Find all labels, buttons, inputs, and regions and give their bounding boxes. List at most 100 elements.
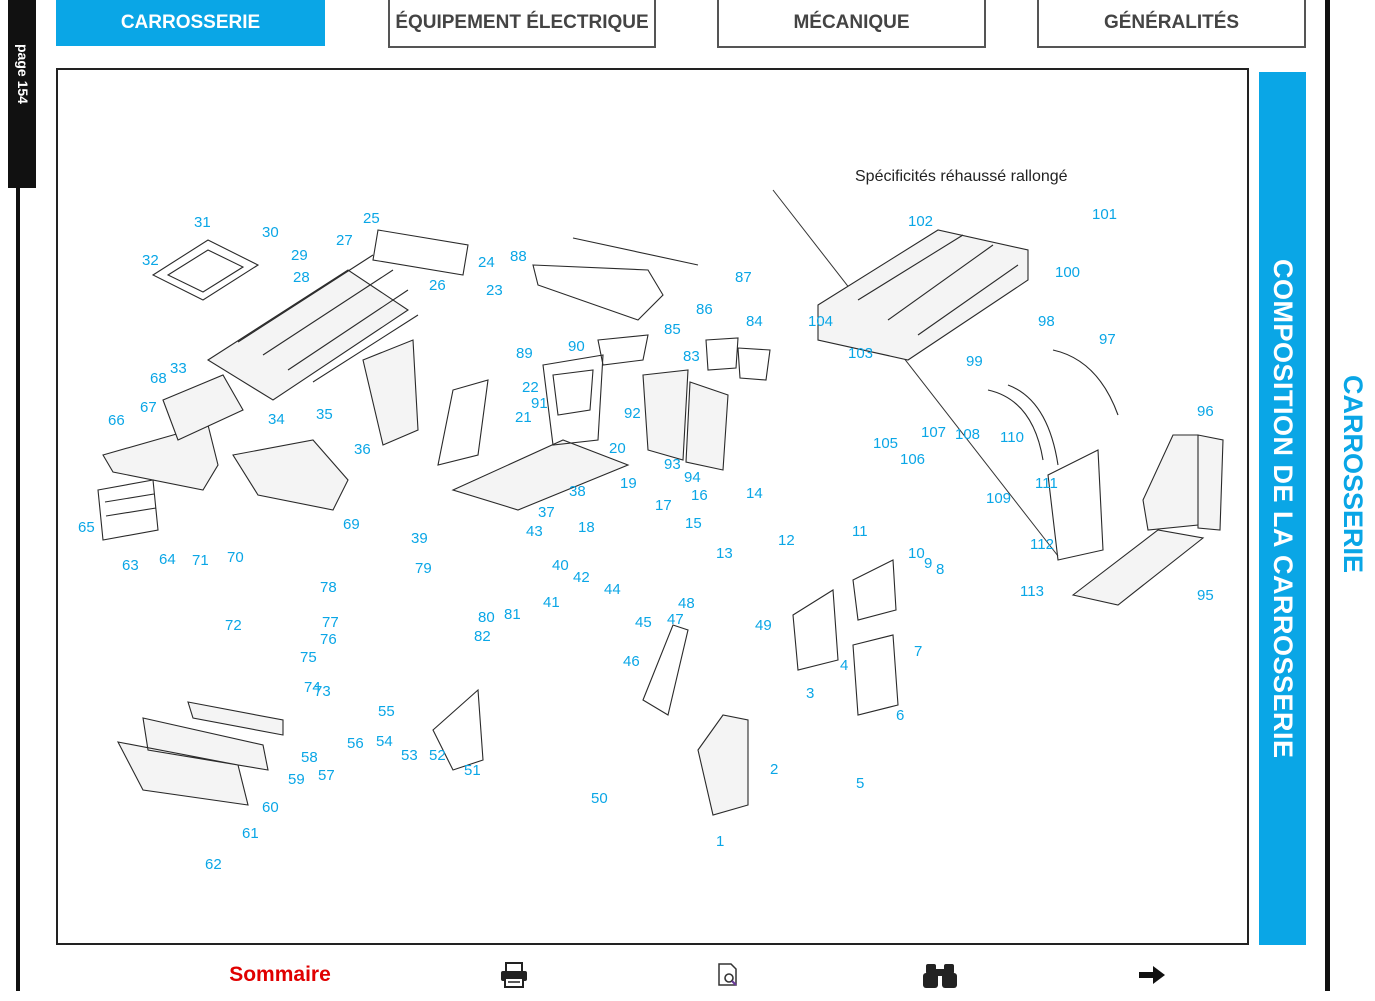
rear-frame-sketch <box>542 354 604 446</box>
part-number-107: 107 <box>921 424 946 441</box>
part-number-63: 63 <box>122 557 139 574</box>
part-number-18: 18 <box>578 519 595 536</box>
hood-sketch <box>102 424 219 491</box>
page-strip: page 154 <box>8 0 36 188</box>
part-number-113: 113 <box>1020 583 1044 600</box>
part-number-33: 33 <box>170 360 187 377</box>
binoculars-icon <box>923 964 957 988</box>
part-number-36: 36 <box>354 441 371 458</box>
part-number-31: 31 <box>194 214 211 231</box>
part-number-88: 88 <box>510 248 527 265</box>
part-number-7: 7 <box>914 643 922 660</box>
part-number-48: 48 <box>678 595 695 612</box>
part-number-2: 2 <box>770 761 778 778</box>
part-number-72: 72 <box>225 617 242 634</box>
wheel-arch-sketch <box>432 688 484 771</box>
rear-windows-sketch <box>597 334 771 381</box>
part-callouts: 1234567891011121314151617181920212223242… <box>78 206 1214 873</box>
search-button[interactable] <box>920 958 960 992</box>
part-number-49: 49 <box>755 617 772 634</box>
roof-ribs-sketch <box>237 254 419 383</box>
side-panels-sketch <box>792 559 899 716</box>
part-number-37: 37 <box>538 504 555 521</box>
part-number-101: 101 <box>1092 206 1117 223</box>
part-number-105: 105 <box>873 435 898 452</box>
next-page-button[interactable] <box>1134 958 1170 992</box>
part-number-38: 38 <box>569 483 586 500</box>
part-number-82: 82 <box>474 628 491 645</box>
part-number-56: 56 <box>347 735 364 752</box>
part-number-20: 20 <box>609 440 626 457</box>
part-number-1: 1 <box>716 833 724 850</box>
section-side-title: COMPOSITION DE LA CARROSSERIE <box>1268 258 1298 759</box>
part-number-9: 9 <box>924 555 932 572</box>
part-number-44: 44 <box>604 581 621 598</box>
part-number-65: 65 <box>78 519 95 536</box>
part-number-71: 71 <box>192 552 209 569</box>
part-number-108: 108 <box>955 426 980 443</box>
part-number-98: 98 <box>1038 313 1055 330</box>
part-number-26: 26 <box>429 277 446 294</box>
exploded-body-diagram: Spécificités réhaussé rallongé <box>78 168 1224 873</box>
part-number-96: 96 <box>1197 403 1214 420</box>
part-number-4: 4 <box>840 657 848 674</box>
part-number-99: 99 <box>966 353 983 370</box>
part-number-90: 90 <box>568 338 585 355</box>
part-number-94: 94 <box>684 469 701 486</box>
part-number-15: 15 <box>685 515 702 532</box>
preview-button[interactable] <box>710 958 746 992</box>
front-wing-sketch <box>697 714 749 816</box>
tab-equipement-electrique[interactable]: ÉQUIPEMENT ÉLECTRIQUE <box>388 0 656 48</box>
part-number-28: 28 <box>293 269 310 286</box>
part-number-83: 83 <box>683 348 700 365</box>
part-number-91: 91 <box>531 395 548 412</box>
part-number-109: 109 <box>986 490 1011 507</box>
part-number-30: 30 <box>262 224 279 241</box>
part-number-58: 58 <box>301 749 318 766</box>
part-number-60: 60 <box>262 799 279 816</box>
roof-panel-sketch <box>206 269 409 401</box>
part-number-46: 46 <box>623 653 640 670</box>
part-number-61: 61 <box>242 825 259 842</box>
part-number-16: 16 <box>691 487 708 504</box>
part-number-8: 8 <box>936 561 944 578</box>
part-number-100: 100 <box>1055 264 1080 281</box>
part-number-80: 80 <box>478 609 495 626</box>
part-number-50: 50 <box>591 790 608 807</box>
part-number-87: 87 <box>735 269 752 286</box>
document-zoom-icon <box>718 963 737 986</box>
windshield-sketch <box>162 374 244 441</box>
section-divider <box>772 189 1059 557</box>
part-number-12: 12 <box>778 532 795 549</box>
part-number-111: 111 <box>1035 475 1058 492</box>
dashboard-sketch <box>232 439 349 511</box>
sommaire-link[interactable]: Sommaire <box>229 963 331 986</box>
raised-rear-doors-sketch <box>1142 434 1224 531</box>
part-number-14: 14 <box>746 485 763 502</box>
part-number-22: 22 <box>522 379 539 396</box>
part-number-59: 59 <box>288 771 305 788</box>
part-number-45: 45 <box>635 614 652 631</box>
tab-carrosserie[interactable]: CARROSSERIE <box>56 0 325 46</box>
part-number-52: 52 <box>429 747 446 764</box>
part-number-112: 112 <box>1030 536 1054 553</box>
part-number-6: 6 <box>896 707 904 724</box>
tab-generalites[interactable]: GÉNÉRALITÉS <box>1037 0 1306 48</box>
floor-panel-sketch <box>451 439 630 511</box>
part-number-102: 102 <box>908 213 933 230</box>
arrow-right-icon <box>1139 966 1165 984</box>
print-button[interactable] <box>496 958 532 992</box>
front-door-frame-sketch <box>642 624 689 716</box>
part-number-92: 92 <box>624 405 641 422</box>
tab-mecanique[interactable]: MÉCANIQUE <box>717 0 986 48</box>
raised-roof-ribs-sketch <box>857 234 1019 336</box>
part-number-40: 40 <box>552 557 569 574</box>
part-number-79: 79 <box>415 560 432 577</box>
part-number-13: 13 <box>716 545 733 562</box>
part-number-19: 19 <box>620 475 637 492</box>
part-number-41: 41 <box>543 594 560 611</box>
part-number-75: 75 <box>300 649 317 666</box>
part-number-51: 51 <box>464 762 481 779</box>
part-number-47: 47 <box>667 611 684 628</box>
part-number-11: 11 <box>852 523 868 540</box>
